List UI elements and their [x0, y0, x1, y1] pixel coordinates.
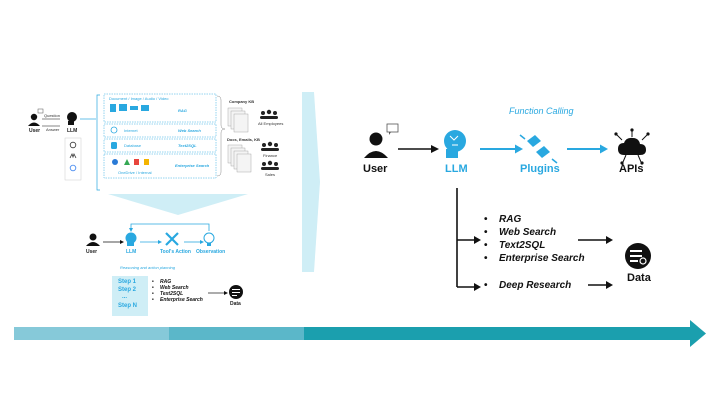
- model-list-box: [64, 137, 82, 181]
- lightbulb-icon: [203, 232, 215, 246]
- group-all-employees-label: All Employees: [258, 121, 284, 126]
- agent-observation-label: Observation: [196, 249, 226, 255]
- agent-arrowhead-2: [158, 240, 162, 244]
- company-kb-label: Company KB: [229, 99, 255, 104]
- apis-label: APIs: [619, 163, 644, 175]
- llm-icon: [444, 130, 466, 158]
- step-1: Step 1: [118, 279, 137, 285]
- tool-deep-research: Deep Research: [484, 279, 571, 292]
- steps-box: [112, 276, 148, 316]
- docs-label: Docs, Emails, KB: [227, 137, 260, 142]
- deep-research-to-data-arrowhead: [606, 281, 613, 289]
- agent-arrowhead-3: [200, 240, 204, 244]
- google-icon: [69, 164, 77, 172]
- left-llm-icon: [67, 112, 77, 125]
- user-label: User: [363, 163, 388, 175]
- branch-to-deep-research-arrowhead: [474, 283, 481, 291]
- left-tool-list: RAG Web Search Text2SQL Enterprise Searc…: [152, 279, 203, 303]
- row-enterprise-label: OneDrive / Internal: [118, 170, 152, 175]
- row-internet-label: Internet: [124, 128, 138, 133]
- left-tool-rag: RAG: [152, 279, 203, 285]
- tools-to-data-arrowhead: [606, 236, 613, 244]
- plugins-label: Plugins: [520, 163, 560, 175]
- meta-icon: [69, 152, 77, 159]
- right-brace: [216, 95, 226, 177]
- function-calling-label: Function Calling: [509, 106, 574, 116]
- agent-user-label: User: [86, 249, 98, 255]
- row-documents-label: Document / Image / Audio / Video: [109, 96, 169, 101]
- step-ellipsis: ...: [122, 294, 128, 300]
- left-data-icon: [229, 285, 243, 299]
- database-icon: [111, 142, 117, 149]
- left-llm-label: LLM: [67, 128, 78, 134]
- left-tool-web-search: Web Search: [152, 285, 203, 291]
- step-n: Step N: [118, 303, 138, 309]
- source-row-enterprise: [103, 153, 217, 179]
- answer-label: Answer: [46, 127, 60, 132]
- branch-to-tools-arrowhead: [474, 236, 481, 244]
- row-internet-tag: Web Search: [178, 128, 201, 133]
- tool-enterprise-search: Enterprise Search: [484, 252, 585, 265]
- tool-web-search: Web Search: [484, 226, 585, 239]
- left-tool-enterprise-search: Enterprise Search: [152, 297, 203, 303]
- row-database-label: Database: [124, 143, 142, 148]
- agent-loop-line: [130, 223, 210, 231]
- group-icon-finance: [261, 141, 279, 151]
- llm-to-plugins-arrowhead: [515, 144, 523, 154]
- tool-text2sql: Text2SQL: [484, 239, 585, 252]
- down-chevron: [108, 194, 248, 215]
- timeline-bar-mid: [169, 327, 304, 340]
- row-database-tag: Text2SQL: [178, 143, 197, 148]
- group-icon-sales: [261, 160, 279, 170]
- steps-arrowhead: [224, 291, 228, 295]
- internet-globe-icon: [110, 126, 118, 134]
- group-icon-all-employees: [260, 109, 278, 119]
- reasoning-label: Reasoning and action planning: [120, 265, 175, 270]
- group-finance-label: Finance: [263, 153, 278, 158]
- left-data-label: Data: [230, 301, 241, 307]
- left-user-icon: [28, 108, 44, 126]
- source-row-documents: [103, 93, 217, 123]
- deep-research-list: Deep Research: [484, 279, 571, 292]
- timeline-arrowhead: [690, 320, 706, 347]
- data-icon: [625, 243, 651, 269]
- openai-icon: [69, 141, 77, 149]
- group-sales-label: Sales: [265, 172, 276, 177]
- cloud-api-icon: [614, 128, 650, 165]
- user-to-llm-arrowhead: [431, 145, 439, 153]
- source-row-database: [103, 138, 217, 153]
- agent-llm-icon: [125, 232, 137, 246]
- enterprise-app-icons: [112, 159, 149, 165]
- left-user-label: User: [29, 128, 41, 134]
- llm-label: LLM: [445, 163, 468, 175]
- left-tool-text2sql: Text2SQL: [152, 291, 203, 297]
- plug-icon: [519, 134, 558, 164]
- plugins-to-apis-arrowhead: [600, 144, 608, 154]
- tool-list: RAG Web Search Text2SQL Enterprise Searc…: [484, 213, 585, 265]
- user-icon: [364, 123, 399, 158]
- timeline-bar-light: [14, 327, 169, 340]
- data-label: Data: [627, 272, 651, 284]
- agent-llm-label: LLM: [126, 249, 137, 255]
- agent-user-icon: [86, 233, 100, 246]
- row-enterprise-tag: Enterprise Search: [175, 163, 210, 168]
- question-label: Question: [44, 113, 61, 118]
- agent-action-label: Tool's Action: [160, 249, 191, 255]
- panel-divider-chevron: [302, 92, 320, 272]
- tools-icon: [165, 232, 179, 246]
- step-2: Step 2: [118, 287, 137, 293]
- company-kb-doc-stack: [227, 107, 249, 133]
- row-documents-tag: RAG: [178, 108, 187, 113]
- source-row-internet: [103, 123, 217, 138]
- agent-loop-arrowhead: [129, 228, 133, 232]
- document-file-icons: [110, 104, 149, 112]
- agent-arrowhead-1: [120, 240, 124, 244]
- left-bracket: [96, 94, 100, 191]
- docs-doc-stack: [227, 144, 252, 173]
- tool-rag: RAG: [484, 213, 585, 226]
- timeline-bar-dark: [304, 327, 692, 340]
